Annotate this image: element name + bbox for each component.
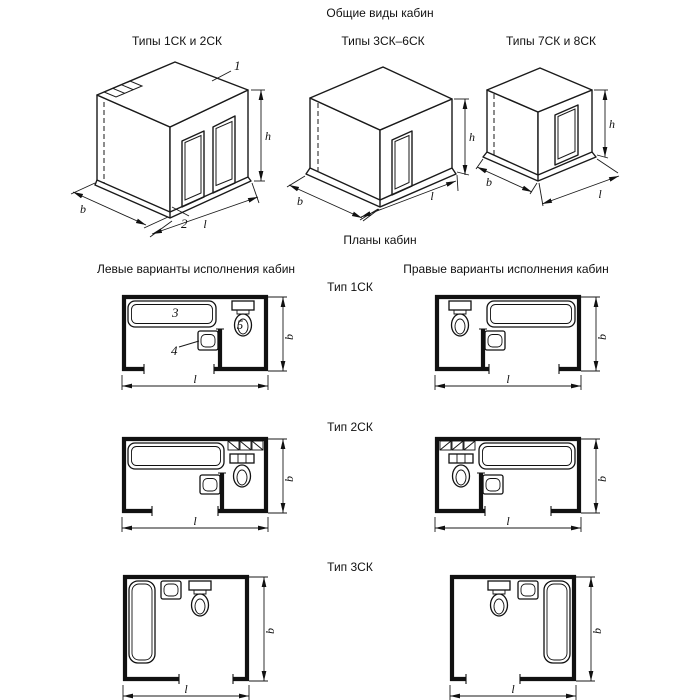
cabin-box	[94, 61, 252, 219]
dimension-l: l	[449, 682, 577, 700]
dimension-b: b	[268, 296, 296, 372]
dimension-h: h	[594, 89, 615, 159]
dimension-h: h	[454, 98, 475, 176]
plan-1sk-left: 3 4 5 l b	[115, 291, 296, 390]
dim-label-b: b	[80, 202, 86, 216]
plan-2sk-left: l b	[115, 433, 296, 532]
dim-label-l: l	[506, 514, 510, 528]
dim-label-l: l	[506, 372, 510, 386]
cabin-view-label-2: Типы 3СК–6СК	[341, 34, 425, 48]
dimension-l: l	[121, 372, 269, 390]
iso-view-7sk-8sk: h b l	[475, 67, 620, 207]
iso-view-3sk-6sk: h b l	[286, 66, 475, 222]
dim-label-l: l	[430, 189, 434, 203]
plan-1sk-right: l b	[428, 291, 609, 390]
callout-5: 5	[237, 317, 244, 332]
door-opening	[554, 104, 579, 166]
dim-label-b: b	[263, 628, 277, 634]
dim-label-b: b	[282, 476, 296, 482]
dimension-l: l	[434, 514, 582, 532]
right-variants-header: Правые варианты исполнения кабин	[403, 262, 609, 276]
dimension-l: l	[149, 182, 260, 238]
cabin-box	[305, 66, 457, 208]
dim-label-l: l	[184, 682, 188, 696]
dim-label-h: h	[609, 117, 615, 131]
dim-label-b: b	[486, 175, 492, 189]
dim-label-b: b	[590, 628, 604, 634]
plan-2sk-right: l b	[428, 433, 609, 532]
dimension-l: l	[434, 372, 582, 390]
dimension-l: l	[360, 174, 459, 222]
dimension-b: b	[581, 438, 609, 514]
dim-label-l: l	[193, 372, 197, 386]
dimension-h: h	[251, 89, 271, 182]
dimension-b: b	[581, 296, 609, 372]
dim-label-b: b	[595, 476, 609, 482]
page-title: Общие виды кабин	[326, 6, 434, 20]
cabin-box	[482, 67, 597, 182]
callout-3: 3	[171, 305, 179, 320]
dim-label-l: l	[203, 217, 207, 231]
dim-label-b: b	[297, 194, 303, 208]
dimension-l: l	[122, 682, 250, 700]
dim-label-b: b	[595, 334, 609, 340]
plan-3sk-right: l b	[443, 571, 604, 700]
dimension-l: l	[538, 158, 620, 207]
dim-label-l: l	[598, 187, 602, 201]
dimension-b: b	[475, 158, 538, 195]
left-variants-header: Левые варианты исполнения кабин	[96, 262, 296, 276]
type-label-1sk: Тип 1СК	[327, 280, 373, 294]
dim-label-h: h	[469, 130, 475, 144]
dimension-b: b	[576, 576, 604, 682]
dim-label-b: b	[282, 334, 296, 340]
dimension-b: b	[249, 576, 277, 682]
plans-title: Планы кабин	[343, 233, 417, 247]
dim-label-l: l	[193, 514, 197, 528]
callout-4: 4	[171, 343, 178, 358]
cabin-view-label-1: Типы 1СК и 2СК	[132, 34, 222, 48]
dimension-b: b	[268, 438, 296, 514]
callout-1: 1	[234, 58, 241, 73]
dimension-l: l	[121, 514, 269, 532]
dim-label-h: h	[265, 129, 271, 143]
iso-view-1sk-2sk: 1 2 h b l	[70, 58, 271, 238]
cabin-view-label-3: Типы 7СК и 8СК	[506, 34, 596, 48]
type-label-2sk: Тип 2СК	[327, 420, 373, 434]
plan-3sk-left: l b	[116, 571, 277, 700]
type-label-3sk: Тип 3СК	[327, 560, 373, 574]
dim-label-l: l	[511, 682, 515, 696]
